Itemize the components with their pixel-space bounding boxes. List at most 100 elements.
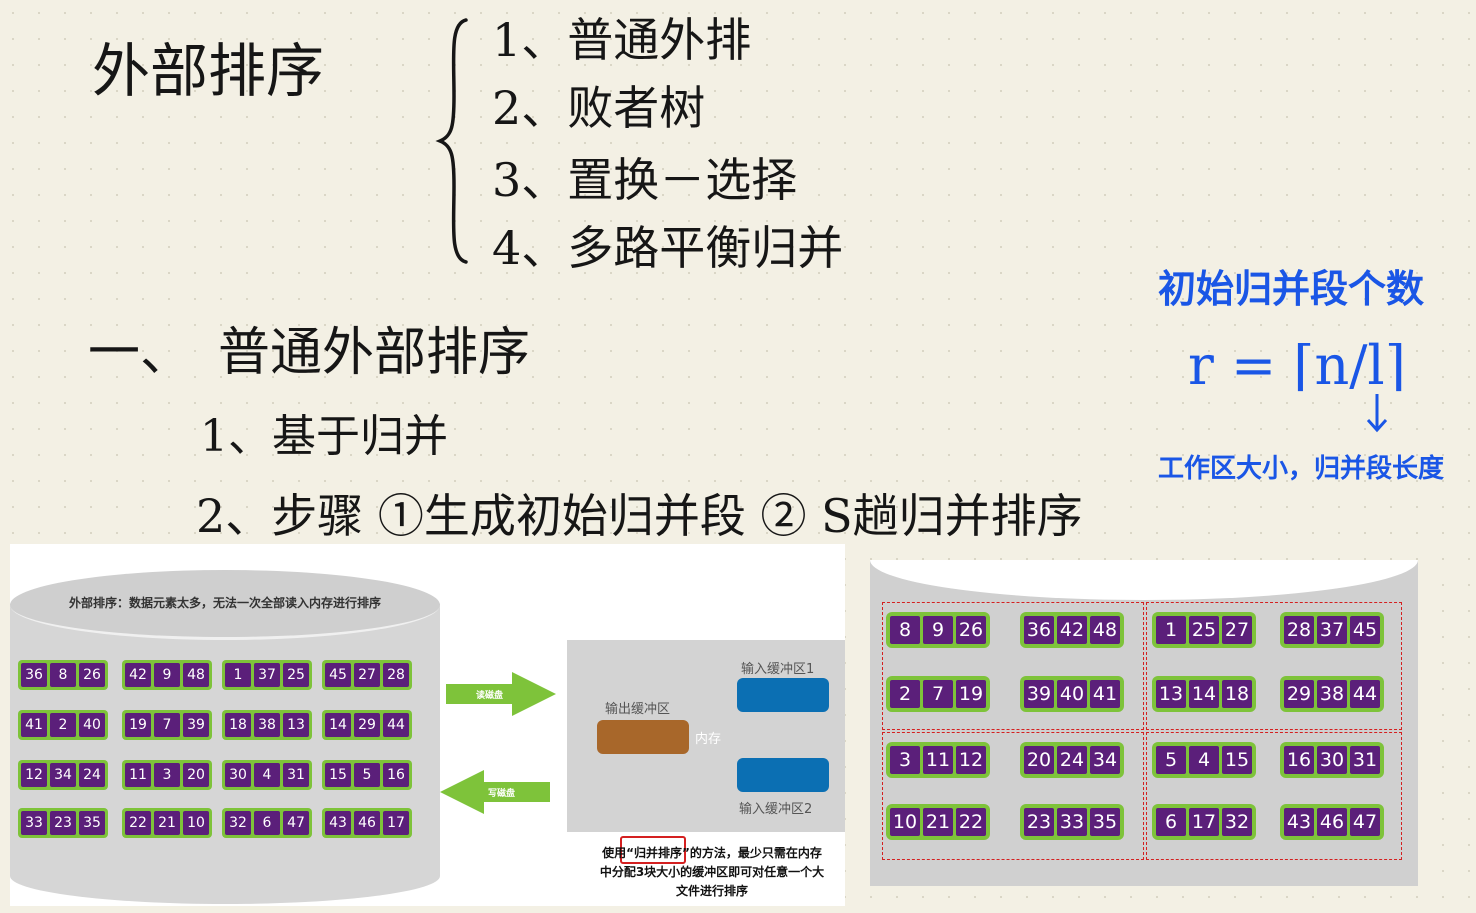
record-cell: 47 [283, 811, 309, 835]
record-cell: 5 [1156, 746, 1186, 774]
record-cell: 20 [1024, 746, 1054, 774]
record-cell: 16 [1284, 746, 1314, 774]
record-cell: 45 [325, 663, 351, 687]
record-cell: 13 [283, 713, 309, 737]
record-cell: 14 [325, 713, 351, 737]
record-cell: 43 [1284, 808, 1314, 836]
record-cell: 26 [79, 663, 105, 687]
record-cell: 30 [225, 763, 251, 787]
record-cell: 3 [154, 763, 180, 787]
record-cell: 5 [354, 763, 380, 787]
record-cell: 26 [956, 616, 986, 644]
input-buffer-2-label: 输入缓冲区2 [739, 802, 813, 817]
buffer-note-line-1: 使用“归并排序”的方法，最少只需在内存 [602, 846, 822, 860]
curly-brace-icon [435, 18, 468, 264]
record-cell: 13 [1156, 680, 1186, 708]
record-cell: 29 [1284, 680, 1314, 708]
record-cell: 34 [50, 763, 76, 787]
record-cell: 11 [125, 763, 151, 787]
topic-4: 4、多路平衡归并 [492, 221, 844, 275]
disk-top-curve [870, 560, 1418, 600]
record-cell: 36 [21, 663, 47, 687]
record-cell: 23 [1024, 808, 1054, 836]
output-buffer-label: 输出缓冲区 [605, 702, 671, 717]
record-cell: 46 [1317, 808, 1347, 836]
record-cell: 35 [1090, 808, 1120, 836]
record-cell: 37 [254, 663, 280, 687]
record-cell: 12 [956, 746, 986, 774]
record-cell: 1 [1156, 616, 1186, 644]
record-cell: 12 [21, 763, 47, 787]
record-cell: 44 [383, 713, 409, 737]
record-cell: 7 [923, 680, 953, 708]
topic-2: 2、败者树 [492, 81, 706, 135]
output-buffer [597, 720, 689, 754]
note-subtitle: 工作区大小，归并段长度 [1158, 454, 1445, 484]
record-cell: 9 [923, 616, 953, 644]
record-cell: 31 [283, 763, 309, 787]
read-disk-label: 读磁盘 [476, 691, 504, 701]
record-cell: 32 [1222, 808, 1252, 836]
record-cell: 17 [383, 811, 409, 835]
memory-box: 输入缓冲区1 输出缓冲区 内存 输入缓冲区2 [567, 640, 845, 832]
record-cell: 31 [1350, 746, 1380, 774]
disk-body [10, 604, 440, 904]
record-cell: 38 [254, 713, 280, 737]
record-cell: 24 [79, 763, 105, 787]
record-cell: 19 [125, 713, 151, 737]
record-cell: 14 [1189, 680, 1219, 708]
record-cell: 3 [890, 746, 920, 774]
record-cell: 8 [50, 663, 76, 687]
write-disk-label: 写磁盘 [488, 789, 516, 799]
page-title: 外部排序 [92, 37, 325, 105]
record-cell: 22 [956, 808, 986, 836]
buffer-note: 使用“归并排序”的方法，最少只需在内存 中分配3块大小的缓冲区即可对任意一个大 … [582, 844, 842, 901]
record-cell: 18 [1222, 680, 1252, 708]
record-cell: 21 [154, 811, 180, 835]
record-cell: 23 [50, 811, 76, 835]
record-cell: 30 [1317, 746, 1347, 774]
input-buffer-2 [737, 758, 829, 792]
record-cell: 47 [1350, 808, 1380, 836]
record-cell: 15 [1222, 746, 1252, 774]
record-cell: 9 [154, 663, 180, 687]
record-cell: 20 [183, 763, 209, 787]
record-cell: 17 [1189, 808, 1219, 836]
topic-3: 3、置换－选择 [492, 153, 798, 207]
record-cell: 22 [125, 811, 151, 835]
highlight-box [620, 836, 686, 864]
read-arrow-icon [446, 672, 556, 716]
record-cell: 6 [1156, 808, 1186, 836]
record-cell: 29 [354, 713, 380, 737]
record-cell: 39 [1024, 680, 1054, 708]
record-cell: 42 [1057, 616, 1087, 644]
record-cell: 40 [1057, 680, 1087, 708]
input-buffer-1-label: 输入缓冲区1 [741, 662, 815, 677]
merge-group-4 [1146, 732, 1402, 860]
record-cell: 24 [1057, 746, 1087, 774]
point-2: 2、步骤 ①生成初始归并段 ② S趟归并排序 [196, 489, 1083, 543]
record-cell: 45 [1350, 616, 1380, 644]
